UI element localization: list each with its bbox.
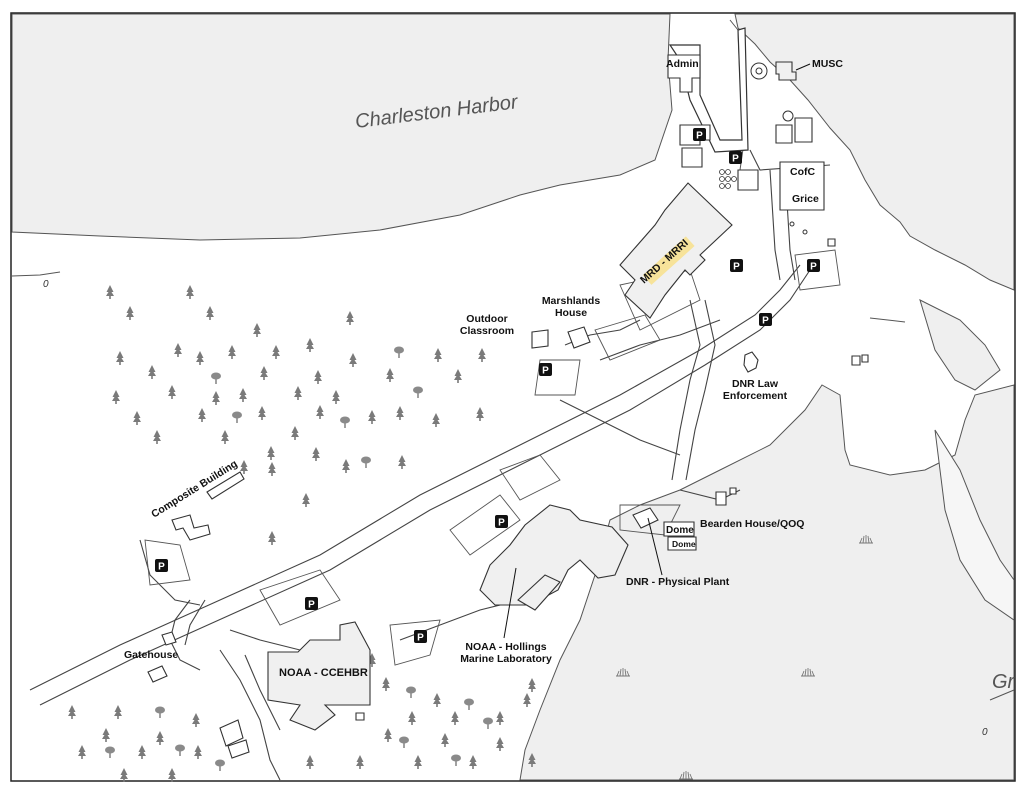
- south-building-1[interactable]: [219, 719, 244, 747]
- parking-icon[interactable]: P: [759, 313, 772, 327]
- svg-text:P: P: [733, 262, 740, 273]
- noaa-hollings-lab[interactable]: [479, 504, 629, 606]
- parking-icon[interactable]: P: [414, 630, 427, 644]
- dome-label-1: Dome: [666, 525, 694, 536]
- outdoor-classroom-label-line1: Outdoor: [466, 313, 507, 325]
- parking-icon[interactable]: P: [539, 363, 552, 377]
- small-building-parking[interactable]: [737, 169, 759, 191]
- noaa-ccehbr[interactable]: [267, 621, 371, 731]
- musc-building[interactable]: [775, 61, 797, 81]
- svg-text:P: P: [498, 518, 505, 529]
- cofc-grice-building[interactable]: [779, 161, 825, 211]
- bearden-house-label: Bearden House/QOQ: [700, 518, 804, 530]
- svg-text:P: P: [696, 131, 703, 142]
- east-building-1[interactable]: [775, 124, 793, 144]
- admin-building[interactable]: [667, 54, 701, 93]
- parking-icon[interactable]: P: [305, 597, 318, 611]
- tiny-building-1[interactable]: [355, 712, 365, 721]
- dnr-law-building[interactable]: [743, 351, 759, 373]
- southeast-shore: [934, 429, 1015, 621]
- dome-1[interactable]: [663, 521, 695, 537]
- svg-text:P: P: [732, 154, 739, 165]
- grice-label: Grice: [792, 193, 819, 205]
- gatehouse-label: Gatehouse: [124, 649, 178, 661]
- dome-label-2: Dome: [672, 539, 696, 549]
- marshlands-house-label-line1: Marshlands: [542, 295, 601, 307]
- roundabouts: [750, 62, 808, 235]
- gate-shed[interactable]: [147, 665, 168, 683]
- musc-label: MUSC: [812, 58, 843, 70]
- parking-lots: [144, 249, 841, 666]
- leader-lines: [503, 63, 811, 639]
- noaa-hollings-label-line2: Marine Laboratory: [460, 653, 552, 665]
- edge-water-label: Gr: [992, 671, 1016, 693]
- svg-text:P: P: [417, 633, 424, 644]
- dnr-physical-plant-label: DNR - Physical Plant: [626, 576, 730, 588]
- marsh-building-2[interactable]: [681, 147, 703, 168]
- composite-annex[interactable]: [171, 514, 211, 541]
- dome-2[interactable]: [667, 536, 697, 551]
- water-areas: [11, 13, 1015, 781]
- svg-text:P: P: [542, 366, 549, 377]
- depth-mark: 0: [982, 727, 988, 738]
- admin-label: Admin: [666, 58, 699, 70]
- svg-text:P: P: [158, 562, 165, 573]
- noaa-hollings-label-line1: NOAA - Hollings: [465, 641, 546, 653]
- shed-2[interactable]: [861, 354, 869, 363]
- dnr-physical-plant[interactable]: [632, 507, 659, 529]
- parking-icon[interactable]: P: [729, 151, 742, 165]
- bearden-annex[interactable]: [729, 487, 737, 495]
- noaa-hollings-wing[interactable]: [517, 574, 561, 611]
- shed-1[interactable]: [851, 355, 861, 366]
- east-harbor-water: [734, 13, 1015, 291]
- composite-building[interactable]: [206, 471, 245, 500]
- svg-text:P: P: [308, 600, 315, 611]
- parking-icon[interactable]: P: [807, 259, 820, 273]
- parking-icon[interactable]: P: [495, 515, 508, 529]
- svg-text:P: P: [810, 262, 817, 273]
- parking-icon[interactable]: P: [730, 259, 743, 273]
- tiny-building-2[interactable]: [827, 238, 836, 247]
- south-building-2[interactable]: [227, 739, 250, 759]
- dnr-law-label-line1: DNR Law: [732, 378, 779, 390]
- outdoor-classroom[interactable]: [531, 329, 549, 349]
- parking-icon[interactable]: P: [693, 128, 706, 142]
- marshlands-house-label-line2: House: [555, 307, 587, 319]
- dnr-law-label-line2: Enforcement: [723, 390, 788, 402]
- parking-markers: P P P P P P P P P P: [155, 128, 820, 644]
- cofc-label: CofC: [790, 166, 815, 178]
- bearden-house[interactable]: [715, 491, 727, 506]
- parking-icon[interactable]: P: [155, 559, 168, 573]
- noaa-ccehbr-label: NOAA - CCEHBR: [279, 667, 368, 679]
- east-building-2[interactable]: [794, 117, 813, 143]
- marshlands-house[interactable]: [567, 326, 591, 349]
- gatehouse[interactable]: [161, 631, 177, 646]
- east-creek-water: [919, 299, 1001, 391]
- storage-tanks: [719, 169, 737, 189]
- outdoor-classroom-label-line2: Classroom: [460, 325, 514, 337]
- svg-text:P: P: [762, 316, 769, 327]
- mrd-highlight: [642, 236, 695, 285]
- depth-mark: 0: [43, 279, 49, 290]
